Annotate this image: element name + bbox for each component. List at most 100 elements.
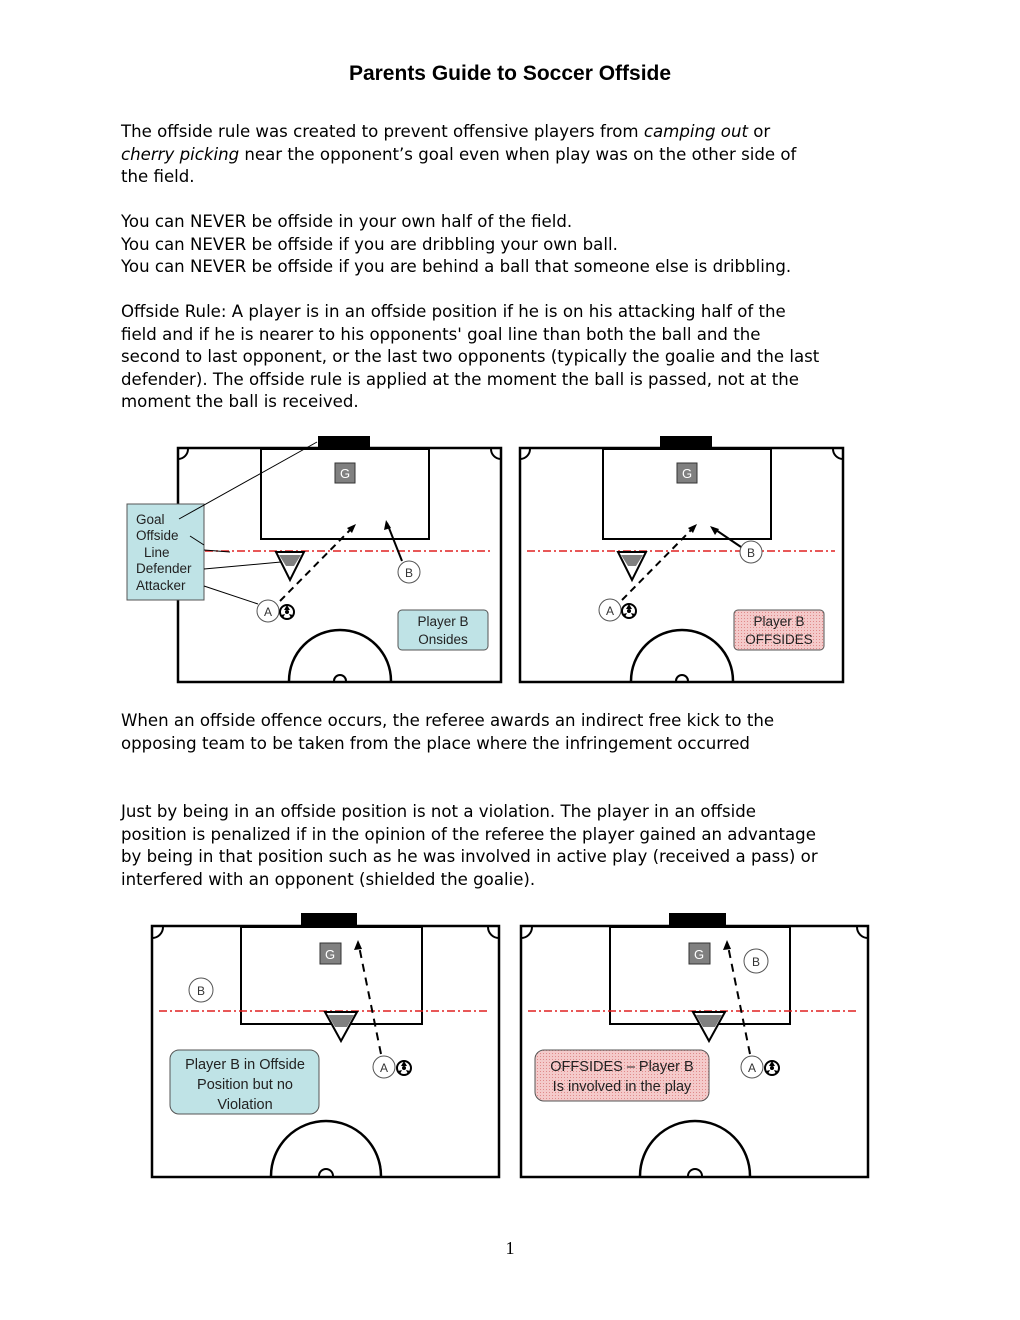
corner-arc [832,448,844,460]
intro-line-3: the field. [121,167,195,186]
status-text: Violation [217,1097,272,1113]
violation-paragraph: Just by being in an offside position is … [121,801,911,891]
legend-offside: Offside [136,528,179,543]
rule-line: Offside Rule: A player is in an offside … [121,302,786,321]
intro-paragraph: The offside rule was created to prevent … [121,121,911,189]
defender-fill [279,555,301,566]
center-circle [287,628,393,682]
center-spot [675,674,689,682]
status-text: Player B [753,614,804,629]
center-circle [638,1119,752,1177]
arrow-head [723,940,731,950]
legend-pointer [203,585,259,605]
attacker-label: A [264,605,272,619]
player-b-label: B [747,546,755,560]
free-kick-paragraph: When an offside offence occurs, the refe… [121,710,911,755]
goalie-label: G [340,466,350,481]
center-spot [318,1168,334,1177]
corner-arc [519,448,531,460]
penalty-box [602,448,772,540]
center-spot [687,1168,703,1177]
legend-box [126,503,205,601]
legend-defender: Defender [136,561,192,576]
emphasis-cherry-picking: cherry picking [121,144,240,164]
goalie-marker [676,462,698,484]
corner-arc [487,926,500,939]
arrow-head [384,520,391,530]
rule-line: moment the ball is received. [121,392,359,411]
player-b-marker [397,560,421,584]
corner-arc [151,926,164,939]
goal [660,436,712,448]
status-box-offside [733,609,825,651]
defender-fill [328,1015,354,1027]
player-b-marker [739,540,763,564]
status-box-onside [169,1049,320,1115]
rule-line: field and if he is nearer to his opponen… [121,324,761,344]
free-kick-line: When an offside offence occurs, the refe… [121,711,775,730]
center-circle [629,628,735,682]
player-b-marker [188,977,214,1003]
penalty-box [609,926,791,1025]
arrow-head [354,940,362,950]
legend-pointer [189,535,205,546]
field-diagram-3: G A B Player B in Offside Position but n… [150,913,501,1179]
corner-arc [856,926,869,939]
status-box-onside [397,609,489,651]
attacker-marker [740,1055,764,1079]
status-text: OFFSIDES – Player B [550,1059,693,1075]
goalie-marker [319,942,342,965]
ball-icon [396,1060,412,1076]
penalty-box [240,926,423,1025]
field-diagram-1: G A B Player B Onsides Goal Offside Line… [126,436,503,684]
field-diagram-2: G A B Player B OFFSIDES [518,436,845,684]
goal [318,436,370,448]
field-diagram-4: G A B OFFSIDES – Player B Is involved in… [519,913,870,1179]
intro-line-2: cherry picking near the opponent’s goal … [121,144,797,164]
ball-icon [279,604,295,620]
ball-icon [764,1060,780,1076]
status-text: Player B [417,614,468,629]
player-b-marker [743,948,769,974]
goalie-marker [334,462,356,484]
never-rule: You can NEVER be offside in your own hal… [121,212,573,231]
diagrams-row-2-svg: G A B Player B in Offside Position but n… [150,913,870,1179]
goal [669,913,726,926]
arrow-head [347,524,356,533]
legend-pointer [178,441,318,520]
attacker-marker [372,1055,396,1079]
player-b-label: B [197,984,205,998]
status-text: Is involved in the play [553,1079,692,1095]
legend-line: Line [144,545,170,560]
rule-line: defender). The offside rule is applied a… [121,369,799,389]
defender-fill [696,1015,722,1027]
run-arrow [386,522,403,562]
corner-arc [520,926,533,939]
defender-fill [621,555,643,566]
violation-line: Just by being in an offside position is … [121,802,757,821]
center-circle [269,1119,383,1177]
attacker-label: A [748,1061,756,1075]
intro-line-1: The offside rule was created to prevent … [121,122,771,141]
arrow-head [688,524,697,533]
ball-icon [621,603,637,619]
arrow-head [710,526,719,535]
attacker-marker [256,599,280,623]
never-rules-paragraph: You can NEVER be offside in your own hal… [121,211,911,279]
violation-line: interfered with an opponent (shielded th… [121,869,536,889]
violation-line: position is penalized if in the opinion … [121,824,816,844]
pass-arrow [279,525,355,602]
pass-arrow [727,945,751,1055]
run-arrow [712,527,742,548]
status-text: Player B in Offside [185,1057,305,1073]
attacker-label: A [380,1061,388,1075]
player-b-label: B [405,566,413,580]
diagrams-row-1-svg: G A B Player B Onsides Goal Offside Line… [126,436,845,684]
corner-arc [490,448,502,460]
status-text: Position but no [197,1077,293,1093]
center-spot [333,674,347,682]
status-text: Onsides [418,632,468,647]
rule-line: second to last opponent, or the last two… [121,347,820,366]
violation-line: by being in that position such as he was… [121,847,818,866]
page-number: 1 [505,1238,515,1258]
